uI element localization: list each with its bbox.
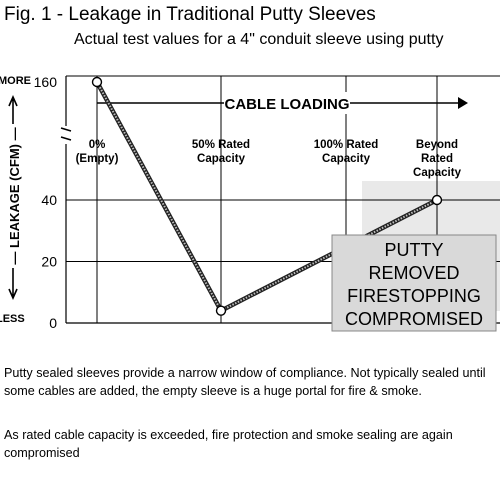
category-label: Capacity [197,153,246,165]
category-label: 100% Rated [314,139,379,151]
y-tick-label: 0 [49,315,57,331]
cable-loading-arrowhead [458,97,468,109]
category-label: Beyond [416,139,458,151]
y-axis-break-mark [60,127,72,141]
category-label: 50% Rated [192,139,250,151]
y-tick-label: 160 [34,74,58,90]
annotation-box [331,234,497,332]
annotation-text: COMPROMISED [345,309,483,329]
y-arrow-down [8,268,18,300]
figure-title: Fig. 1 - Leakage in Traditional Putty Sl… [4,4,376,25]
category-label: Rated [421,153,453,165]
category-label: Capacity [413,167,462,179]
y-tick-label: 40 [41,192,57,208]
y-axis-label: — LEAKAGE (CFM) — [7,127,22,264]
annotation-text: FIRESTOPPING [347,286,481,306]
annotation-text: PUTTY [384,240,443,260]
category-label: Capacity [322,153,371,165]
x-axis-label: CABLE LOADING [225,96,350,113]
figure-subtitle: Actual test values for a 4" conduit slee… [74,31,444,48]
data-point [431,194,443,206]
category-label: 0% [89,139,106,151]
note-narrow-window: Putty sealed sleeves provide a narrow wi… [4,366,486,398]
y-label-more: MORE [0,75,31,87]
data-point [215,305,227,316]
data-point [91,76,103,88]
category-label: (Empty) [76,153,119,165]
y-label-less: LESS [0,313,25,325]
y-tick-label: 20 [41,254,57,270]
y-arrow-up [8,95,18,124]
annotation-text: REMOVED [368,263,459,283]
note-capacity-exceeded: As rated cable capacity is exceeded, fir… [4,428,453,460]
cable-loading-label-bg [226,92,348,114]
